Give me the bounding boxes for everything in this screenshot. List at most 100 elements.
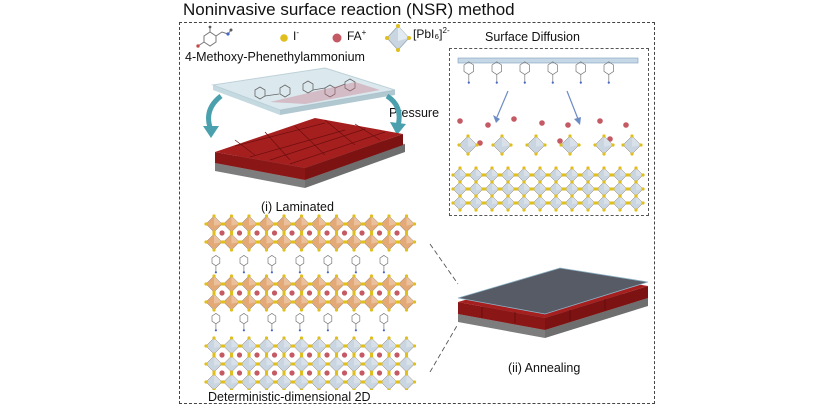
fa-ion: [341, 352, 348, 358]
spacer-molecule: [379, 254, 389, 274]
fa-ion: [236, 370, 243, 376]
spacer-molecule: [239, 254, 249, 274]
bulk-octahedron: [595, 194, 613, 212]
spacer-molecule: [603, 61, 614, 84]
fa-ion: [306, 230, 313, 236]
lattice-octahedron: [204, 292, 224, 312]
bulk-octahedron: [627, 180, 645, 198]
fa-ion: [394, 230, 400, 236]
floating-octahedron: [593, 134, 615, 156]
diffusion-plate: [457, 57, 639, 64]
fa-ion: [271, 370, 278, 376]
lattice-octahedron: [379, 274, 399, 294]
bulk-octahedron: [483, 194, 501, 212]
fa-ion: [271, 352, 278, 358]
bulk-octahedron: [451, 194, 469, 212]
spacer-molecule: [379, 312, 389, 332]
bulk-octahedron: [451, 180, 469, 198]
zoom-guide-lines: [429, 243, 459, 372]
fa-ion: [306, 352, 313, 358]
lattice-octahedron: [204, 336, 224, 356]
spacer-molecule: [323, 312, 333, 332]
fa-ion: [236, 230, 243, 236]
fa-ion: [219, 290, 225, 296]
lattice-octahedron: [204, 214, 224, 234]
fa-ion: [219, 370, 225, 376]
fa-ion: [254, 290, 260, 296]
fa-ion: [359, 370, 365, 376]
spacer-molecule: [519, 61, 530, 84]
lattice-octahedron: [309, 372, 329, 390]
fa-ion: [557, 138, 563, 144]
lattice-octahedron: [309, 232, 329, 252]
fa-ion: [324, 290, 330, 296]
lattice-octahedron: [256, 232, 277, 252]
fa-ion: [376, 370, 383, 376]
lattice-octahedron: [309, 336, 329, 356]
lattice-octahedron: [396, 274, 417, 294]
bulk-octahedron: [611, 194, 629, 212]
lattice-octahedron: [379, 336, 399, 356]
octahedron-legend-icon: [385, 24, 411, 52]
fa-ion: [394, 352, 400, 358]
spacer-molecule: [295, 312, 305, 332]
lattice-octahedron: [274, 292, 294, 312]
diffusion-arrow-left: [496, 90, 509, 118]
annealed-film-illustration: [429, 243, 649, 372]
annealed-top-2d-layer: [457, 267, 649, 315]
lattice-octahedron: [274, 354, 294, 374]
lattice-octahedron: [291, 274, 312, 294]
lattice-octahedron: [396, 292, 417, 312]
spacer-molecule: [211, 312, 221, 332]
spacer-molecule: [463, 61, 474, 84]
fa-ion: [376, 230, 383, 236]
fa-ion: [539, 120, 545, 126]
bulk-octahedron: [611, 166, 629, 184]
fa-ion: [477, 140, 483, 146]
lattice-octahedron: [204, 354, 224, 374]
lattice-octahedron: [379, 232, 399, 252]
bulk-octahedron: [499, 194, 517, 212]
bulk-octahedron: [563, 194, 581, 212]
lattice-octahedron: [326, 372, 347, 390]
iodide-legend-label: I: [293, 29, 297, 43]
bulk-octahedron: [595, 180, 613, 198]
spacer-molecule: [267, 312, 277, 332]
lattice-octahedron: [361, 354, 382, 374]
lattice-octahedron: [344, 372, 364, 390]
fa-ion: [236, 290, 243, 296]
fa-ion: [324, 352, 330, 358]
surface-diffusion-panel: [449, 48, 649, 216]
fa-ion: [289, 230, 295, 236]
bulk-octahedron: [531, 166, 549, 184]
fa-ion: [289, 370, 295, 376]
lattice-octahedron: [291, 232, 312, 252]
lattice-octahedron: [361, 292, 382, 312]
spacer-molecule: [239, 312, 249, 332]
floating-octahedron: [525, 134, 547, 156]
lattice-octahedron: [274, 274, 294, 294]
fa-ion: [394, 370, 400, 376]
lattice-octahedron: [361, 214, 382, 234]
lattice-octahedron: [344, 232, 364, 252]
bulk-octahedron: [547, 194, 565, 212]
fa-ion: [597, 118, 603, 124]
fa-ion: [254, 230, 260, 236]
bulk-octahedron: [611, 180, 629, 198]
laminated-perovskite-film: [215, 118, 403, 168]
laminated-illustration: [203, 67, 406, 188]
fa-ion: [485, 122, 491, 128]
lattice-octahedron: [396, 232, 417, 252]
fa-ion: [254, 370, 260, 376]
spacer-molecule: [351, 312, 361, 332]
bulk-octahedron: [515, 194, 533, 212]
bulk-octahedron: [627, 194, 645, 212]
lattice-octahedron: [221, 354, 242, 374]
fa-ion: [306, 290, 313, 296]
lattice-octahedron: [309, 292, 329, 312]
lattice-octahedron: [291, 214, 312, 234]
lattice-octahedron: [291, 354, 312, 374]
fa-ion: [306, 370, 313, 376]
spacer-molecule: [547, 61, 558, 84]
fa-ion: [394, 290, 400, 296]
